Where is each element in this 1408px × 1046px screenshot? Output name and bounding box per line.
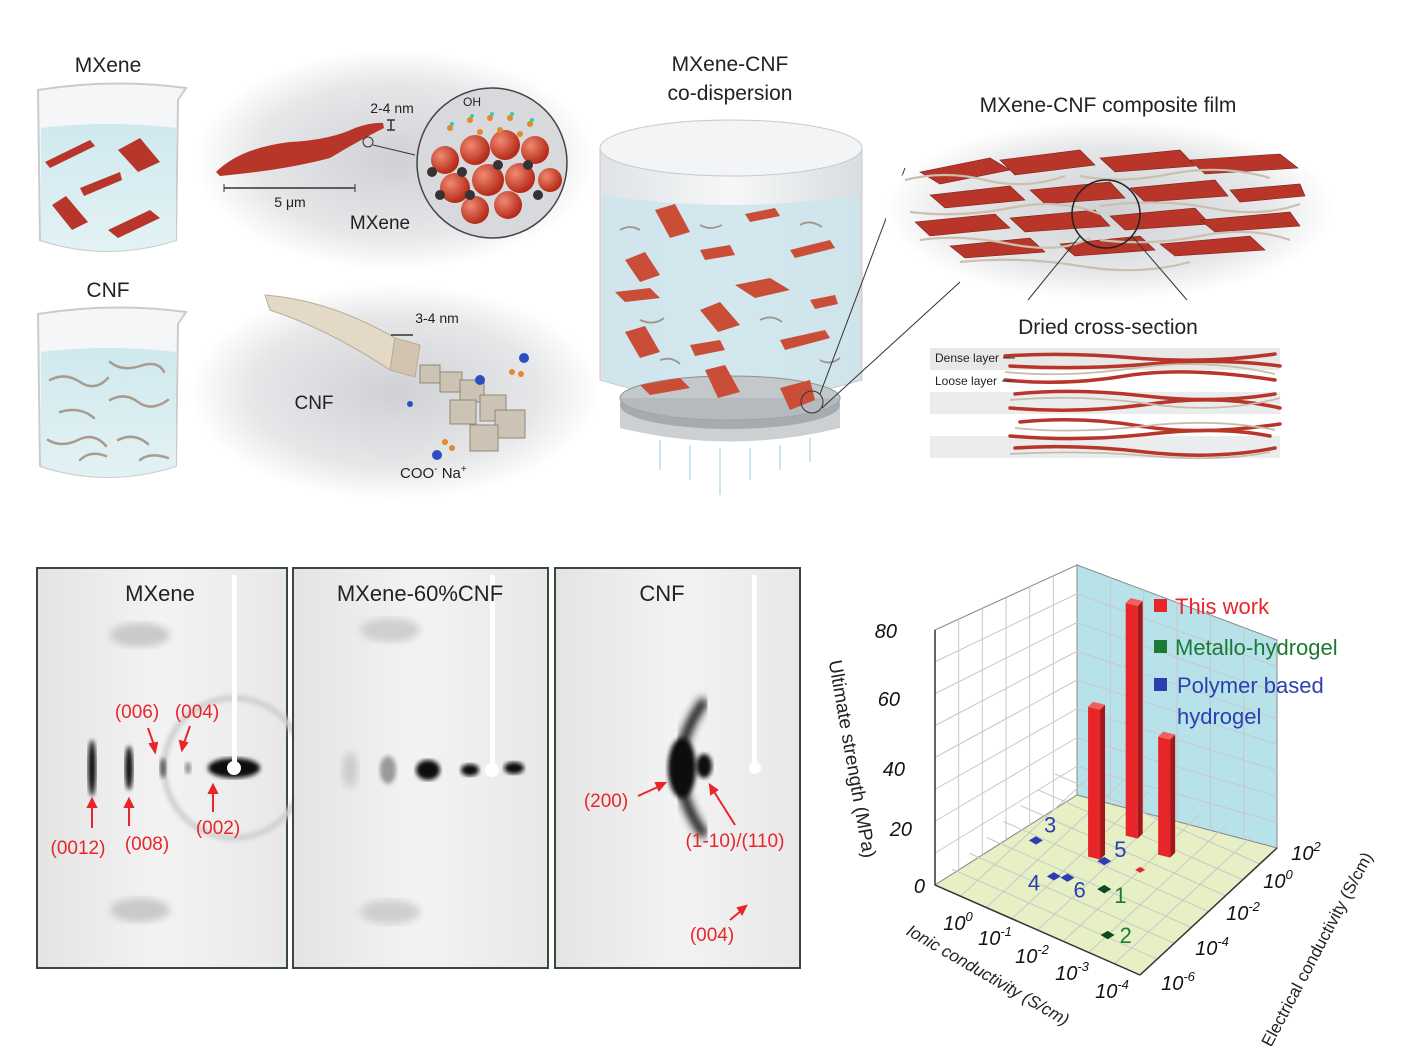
peak-label-200: (200) <box>584 791 628 812</box>
data-point-label: 4 <box>1028 870 1040 895</box>
xrd-title-mxene-60cnf: MXene-60%CNF <box>337 581 503 606</box>
floor-gridline <box>960 768 1098 897</box>
floor-gridline <box>1114 836 1252 965</box>
xrd-panel-cnf: CNF (200) (1-10)/(110) (004) <box>554 567 801 969</box>
y-tick-label: 10-4 <box>1195 934 1229 960</box>
data-point-label: 2 <box>1120 923 1132 948</box>
data-point <box>1097 884 1112 894</box>
x-tick-label: 10-2 <box>1015 942 1050 968</box>
legend-label-this-work: This work <box>1175 594 1270 619</box>
cross-section-title: Dried cross-section <box>1018 316 1198 339</box>
carboxylate-label: COO- Na+ <box>400 464 467 482</box>
z-tick-label: 0 <box>914 876 925 898</box>
bar-side <box>1170 734 1176 858</box>
beaker-cnf-label: CNF <box>86 279 129 302</box>
y-tick-label: 102 <box>1291 839 1321 865</box>
bar-top <box>1125 597 1143 606</box>
peak-label-0012: (0012) <box>51 838 106 859</box>
beaker-mxene: MXene <box>36 54 188 252</box>
cross-section: Dried cross-section Dense layer Loose la… <box>930 316 1282 460</box>
co-dispersion-filter: MXene-CNF co-dispersion <box>599 53 961 495</box>
x-tick-label: 10-1 <box>978 924 1012 950</box>
peak-label-002: (002) <box>196 818 240 839</box>
floor-gridline <box>1037 802 1175 931</box>
floor-gridline <box>1062 813 1201 942</box>
data-point <box>1097 856 1112 866</box>
xrd-panel-mxene: MXene (006) (004) (0012) (008) (002) <box>36 567 307 969</box>
legend-swatch-this-work <box>1154 599 1167 612</box>
x-tick-label: 10-4 <box>1095 977 1129 1003</box>
z-axis-title: Ultimate strength (MPa) <box>824 658 880 859</box>
loose-layer-label: Loose layer <box>935 374 997 388</box>
legend: This work Metallo-hydrogel Polymer based… <box>1154 594 1338 729</box>
data-point <box>1100 930 1115 940</box>
data-point <box>1060 873 1075 882</box>
mxene-detail: 2-4 nm 5 μm MXene OH <box>195 50 595 270</box>
x-tick-label: 100 <box>943 909 973 935</box>
cnf-label: CNF <box>294 393 333 414</box>
bar-side <box>1137 600 1143 839</box>
xrd-title-mxene: MXene <box>125 581 195 606</box>
data-point-label: 6 <box>1074 878 1086 903</box>
y-tick-label: 10-6 <box>1161 969 1196 995</box>
codispersion-title-line2: co-dispersion <box>668 82 793 105</box>
z-tick-label: 20 <box>889 819 912 841</box>
oh-label: OH <box>463 95 481 109</box>
mxene-length-label: 5 μm <box>274 194 305 210</box>
legend-label-metallo: Metallo-hydrogel <box>1175 635 1338 660</box>
peak-label-004-cnf: (004) <box>690 925 734 946</box>
mxene-label: MXene <box>350 213 410 234</box>
cnf-width-label: 3-4 nm <box>415 310 459 326</box>
legend-swatch-polymer <box>1154 678 1167 691</box>
data-point <box>1028 836 1043 845</box>
floor-gridline <box>1088 825 1227 953</box>
codispersion-title-line1: MXene-CNF <box>672 53 789 76</box>
beaker-cnf: CNF <box>36 279 188 478</box>
z-tick-label: 80 <box>875 621 897 643</box>
bar-top <box>1088 701 1106 710</box>
legend-label-polymer-2: hydrogel <box>1177 704 1261 729</box>
legend-swatch-metallo <box>1154 640 1167 653</box>
bar-side <box>1100 704 1106 860</box>
composite-film: MXene-CNF composite film <box>885 94 1335 301</box>
legend-label-polymer: Polymer based <box>1177 673 1324 698</box>
bar <box>1125 602 1138 839</box>
dense-layer-label: Dense layer <box>935 351 999 365</box>
bar-top <box>1158 731 1176 740</box>
beaker-mxene-label: MXene <box>75 54 142 77</box>
film-title: MXene-CNF composite film <box>980 94 1237 117</box>
x-tick-label: 10-3 <box>1055 959 1090 985</box>
data-point-label: 3 <box>1044 812 1056 837</box>
peak-label-004: (004) <box>175 702 219 723</box>
data-point-label: 5 <box>1114 837 1126 862</box>
data-point <box>1135 866 1146 873</box>
data-point-label: 1 <box>1114 883 1126 908</box>
bar <box>1158 736 1171 858</box>
peak-label-1-10-110: (1-10)/(110) <box>686 831 785 852</box>
xrd-title-cnf: CNF <box>639 581 684 606</box>
y-axis-line <box>1139 847 1278 976</box>
bar <box>1088 706 1101 860</box>
cnf-detail: 3-4 nm CNF COO- Na+ <box>190 284 600 500</box>
y-tick-label: 10-2 <box>1226 899 1261 925</box>
peak-label-008: (008) <box>125 834 169 855</box>
y-tick-label: 100 <box>1263 867 1293 893</box>
z-tick-label: 60 <box>878 689 900 711</box>
xrd-panel-mxene-60cnf: MXene-60%CNF <box>292 567 549 969</box>
atom-lattice <box>427 112 562 224</box>
peak-label-006: (006) <box>115 702 159 723</box>
z-tick-label: 40 <box>883 759 905 781</box>
data-point <box>1046 872 1061 881</box>
x-axis-line <box>934 884 1141 976</box>
mxene-thickness-label: 2-4 nm <box>370 100 414 116</box>
